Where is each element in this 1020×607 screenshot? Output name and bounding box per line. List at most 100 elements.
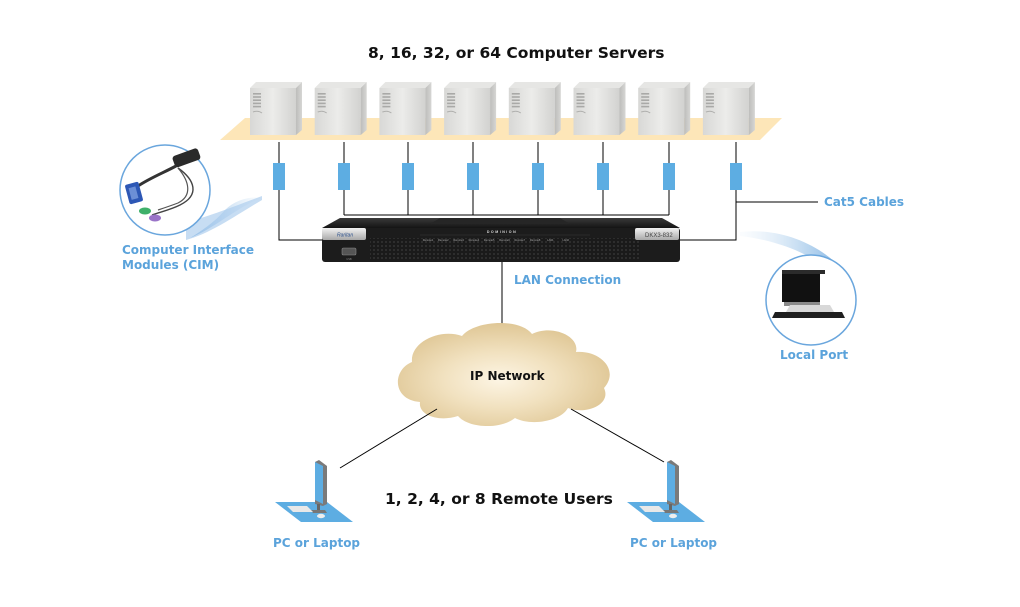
server-top xyxy=(379,82,432,88)
link-cloud-to-pc-left xyxy=(339,408,438,469)
server-vent xyxy=(252,110,263,114)
server-vent xyxy=(641,110,651,114)
server-side xyxy=(360,82,367,135)
cable-right-outer xyxy=(680,190,737,241)
server-vent xyxy=(382,93,391,95)
server-side xyxy=(684,82,691,135)
server-side xyxy=(296,82,302,135)
server-vent xyxy=(511,93,520,95)
server-vent xyxy=(253,105,261,108)
server-vent xyxy=(382,99,391,101)
pc-left-icon xyxy=(275,460,353,522)
server-vent xyxy=(576,105,585,108)
server-tower-icon xyxy=(702,82,755,135)
lan-connection-label: LAN Connection xyxy=(514,273,622,287)
server-side xyxy=(425,82,432,135)
server-vent xyxy=(641,99,650,101)
server-top xyxy=(250,82,302,88)
server-vent xyxy=(705,93,714,95)
server-vent xyxy=(317,110,327,114)
cim-connector xyxy=(402,163,414,190)
server-top xyxy=(573,82,626,88)
server-vent xyxy=(382,96,391,98)
cat5-cables-label: Cat5 Cables xyxy=(824,195,905,209)
servers-title: 8, 16, 32, or 64 Computer Servers xyxy=(368,44,665,62)
ip-network-label: IP Network xyxy=(470,369,545,383)
cim-connector xyxy=(338,163,350,190)
server-platform xyxy=(220,118,782,140)
server-vent xyxy=(317,93,326,95)
server-vent xyxy=(705,110,716,114)
cim-connector xyxy=(273,163,285,190)
server-vent xyxy=(253,96,261,98)
local-port-image xyxy=(765,254,857,346)
mouse xyxy=(669,513,677,519)
server-vent xyxy=(641,93,650,95)
server-tower-icon xyxy=(314,82,367,135)
monitor-screen xyxy=(315,462,323,504)
kvm-port-label: Remote7 xyxy=(515,238,526,242)
server-vent xyxy=(382,105,391,108)
server-top xyxy=(314,82,367,88)
server-vent xyxy=(641,102,650,105)
server-side xyxy=(490,82,497,135)
cim-connector xyxy=(730,163,742,190)
server-vent xyxy=(705,99,714,101)
pc-left-label: PC or Laptop xyxy=(273,536,361,550)
server-vent xyxy=(511,96,520,98)
server-vent xyxy=(317,96,326,98)
server-side xyxy=(554,82,561,135)
server-top xyxy=(702,82,755,88)
link-cloud-to-pc-right xyxy=(570,408,665,463)
server-vent xyxy=(705,102,714,105)
ip-network-cloud xyxy=(397,322,610,427)
server-vent xyxy=(253,102,261,105)
kvm-port-label: Remote4 xyxy=(469,238,480,242)
server-vent xyxy=(447,96,456,98)
server-vent xyxy=(253,99,261,101)
pc-right-icon xyxy=(627,460,705,522)
server-vent xyxy=(317,99,326,101)
server-vent xyxy=(447,93,456,95)
keyboard xyxy=(287,506,313,512)
server-vent xyxy=(317,102,326,105)
kvm-model-label: DKX3-832 xyxy=(645,233,673,239)
server-vent xyxy=(511,99,520,101)
monitor-base xyxy=(663,510,679,513)
server-vent xyxy=(576,99,585,101)
server-vent xyxy=(705,96,714,98)
server-tower-icon xyxy=(573,82,626,135)
cim-connector xyxy=(467,163,479,190)
server-vent xyxy=(641,96,650,98)
kvm-port-label: Remote2 xyxy=(438,238,449,242)
server-vent xyxy=(253,93,261,95)
local-port-label: Local Port xyxy=(780,348,849,362)
server-vent xyxy=(576,96,585,98)
server-tower-icon xyxy=(250,82,302,135)
cim-module-image xyxy=(119,144,211,236)
kvm-usb-label: USB xyxy=(346,257,352,261)
server-side xyxy=(748,82,755,135)
cim-callout-swoosh-tail xyxy=(186,196,262,240)
monitor-stand xyxy=(317,504,320,510)
cable-left-outer xyxy=(278,190,322,241)
server-vent xyxy=(382,102,391,105)
server-vent xyxy=(317,105,326,108)
server-vent xyxy=(576,110,586,114)
server-vent xyxy=(447,99,456,101)
kvm-brand-label: Raritan xyxy=(337,233,353,239)
kvm-badge-label: DOMINION xyxy=(487,230,517,234)
mouse xyxy=(317,513,325,519)
kvm-port-label: Remote5 xyxy=(484,238,495,242)
kvm-port-label: Remote3 xyxy=(453,238,464,242)
server-row xyxy=(250,82,755,135)
server-vent xyxy=(576,102,585,105)
kvm-port-label: Remote8 xyxy=(530,238,541,242)
server-vent xyxy=(511,110,522,114)
server-top xyxy=(508,82,561,88)
server-top xyxy=(638,82,691,88)
server-vent xyxy=(511,105,520,108)
kvm-port-label: LAN1 xyxy=(547,238,554,242)
cim-connector xyxy=(597,163,609,190)
